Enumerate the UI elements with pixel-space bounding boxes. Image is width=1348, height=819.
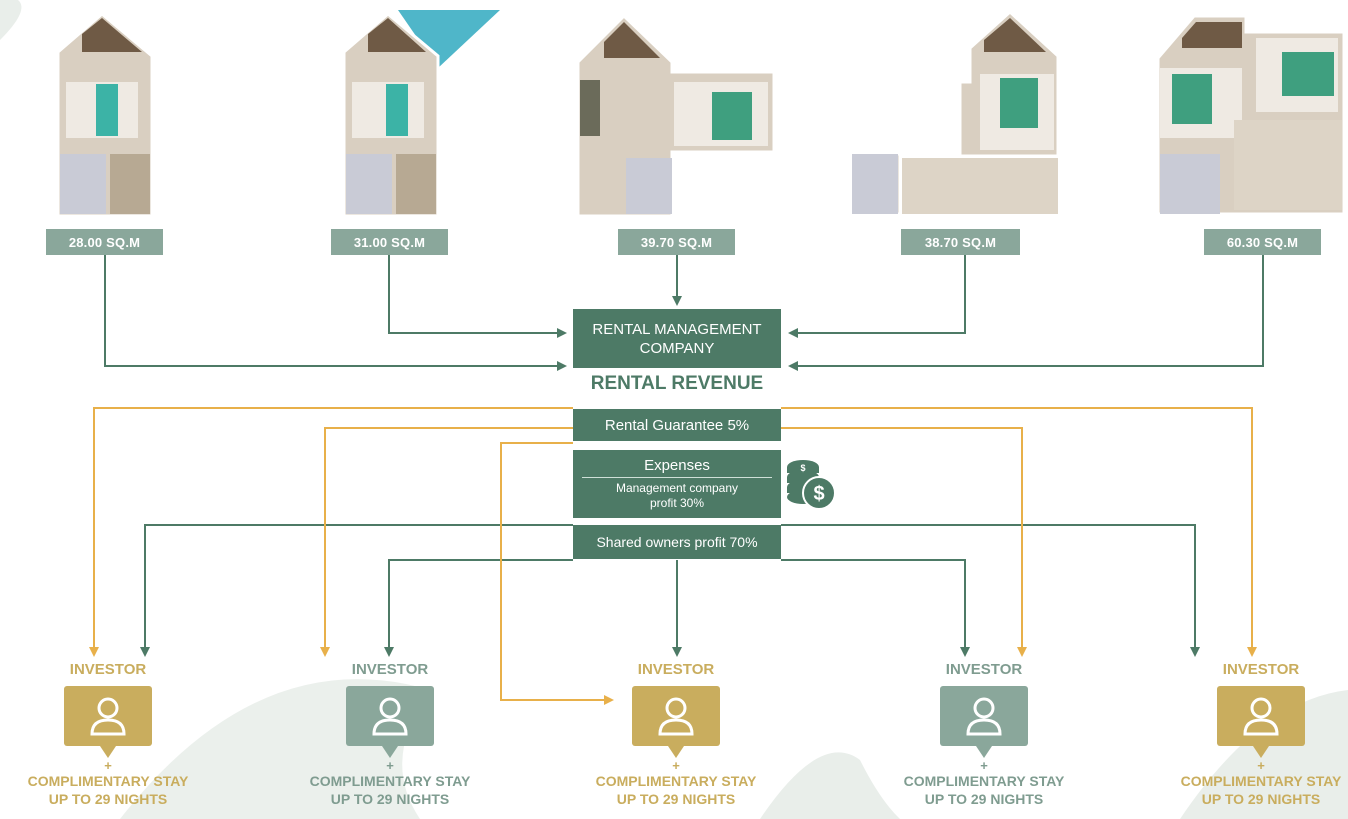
investor-stay-line-1: COMPLIMENTARY STAY <box>27 773 189 789</box>
investor-title: INVESTOR <box>1222 661 1300 678</box>
investor-card-5: INVESTOR + COMPLIMENTARY STAY UP TO 29 N… <box>1176 659 1346 808</box>
connector-unit-5 <box>788 255 1264 371</box>
investor-stay-line-2: UP TO 29 NIGHTS <box>616 791 736 807</box>
floor-plan-2 <box>342 10 500 218</box>
guarantee-flow-2 <box>320 427 573 657</box>
rental-guarantee-box: Rental Guarantee 5% <box>573 409 781 441</box>
investor-title: INVESTOR <box>945 661 1023 678</box>
investor-title: INVESTOR <box>637 661 715 678</box>
investor-stay-line-2: UP TO 29 NIGHTS <box>924 791 1044 807</box>
investor-plus: + <box>980 758 988 773</box>
investor-stay-line-2: UP TO 29 NIGHTS <box>48 791 168 807</box>
investor-card-1: INVESTOR + COMPLIMENTARY STAY UP TO 29 N… <box>23 659 193 808</box>
profit-flow-1 <box>140 524 573 657</box>
expenses-box: Expenses Management company profit 30% <box>573 450 781 518</box>
expenses-line-1: Management company <box>615 481 739 495</box>
shared-owners-profit-label: Shared owners profit 70% <box>596 534 758 550</box>
investor-person-icon <box>632 686 720 758</box>
area-label-3: 39.70 SQ.M <box>618 229 735 255</box>
floor-plan-4 <box>850 9 1060 216</box>
connector-unit-4 <box>788 255 966 338</box>
guarantee-flow-5 <box>781 407 1257 657</box>
profit-flow-2 <box>384 559 573 657</box>
investor-plus: + <box>1257 758 1265 773</box>
connector-unit-2 <box>388 255 567 338</box>
rental-management-company: RENTAL MANAGEMENT COMPANY <box>573 309 781 368</box>
investor-person-icon <box>940 686 1028 758</box>
investor-plus: + <box>386 758 394 773</box>
investor-plus: + <box>672 758 680 773</box>
area-label-2: 31.00 SQ.M <box>331 229 448 255</box>
investor-stay-line-2: UP TO 29 NIGHTS <box>1201 791 1321 807</box>
investor-person-icon <box>1217 686 1305 758</box>
connector-unit-1 <box>104 255 567 371</box>
guarantee-flow-1 <box>89 407 573 657</box>
area-label-5: 60.30 SQ.M <box>1204 229 1321 255</box>
investor-stay-line-1: COMPLIMENTARY STAY <box>1180 773 1342 789</box>
floor-plan-1 <box>56 12 154 218</box>
investor-card-2: INVESTOR + COMPLIMENTARY STAY UP TO 29 N… <box>305 659 475 808</box>
dollar-coins-icon: $ $ <box>787 460 836 510</box>
svg-text:$: $ <box>813 483 824 505</box>
investor-stay-line-1: COMPLIMENTARY STAY <box>309 773 471 789</box>
investor-person-icon <box>346 686 434 758</box>
investor-title: INVESTOR <box>351 661 429 678</box>
investor-stay-line-1: COMPLIMENTARY STAY <box>903 773 1065 789</box>
shared-owners-profit-box: Shared owners profit 70% <box>573 525 781 559</box>
area-label-1: 28.00 SQ.M <box>46 229 163 255</box>
investor-stay-line-2: UP TO 29 NIGHTS <box>330 791 450 807</box>
profit-flow-5 <box>781 524 1200 657</box>
investor-plus: + <box>104 758 112 773</box>
expenses-line-2: profit 30% <box>649 496 705 510</box>
svg-text:$: $ <box>800 463 805 473</box>
profit-flow-4 <box>781 559 970 657</box>
company-line-1: RENTAL MANAGEMENT <box>592 320 762 338</box>
investor-card-4: INVESTOR + COMPLIMENTARY STAY UP TO 29 N… <box>899 659 1069 808</box>
rental-guarantee-label: Rental Guarantee 5% <box>604 416 750 434</box>
guarantee-flow-3 <box>500 442 614 705</box>
company-line-2: COMPANY <box>639 339 715 357</box>
investor-stay-line-1: COMPLIMENTARY STAY <box>595 773 757 789</box>
investor-card-3: INVESTOR + COMPLIMENTARY STAY UP TO 29 N… <box>591 659 761 808</box>
investor-person-icon <box>64 686 152 758</box>
investor-title: INVESTOR <box>69 661 147 678</box>
guarantee-flow-4 <box>781 427 1027 657</box>
floor-plan-3 <box>576 13 776 218</box>
expenses-title: Expenses <box>582 457 772 478</box>
area-label-4: 38.70 SQ.M <box>901 229 1020 255</box>
rental-revenue-title: RENTAL REVENUE <box>590 373 764 394</box>
floor-plan-5 <box>1156 14 1346 216</box>
